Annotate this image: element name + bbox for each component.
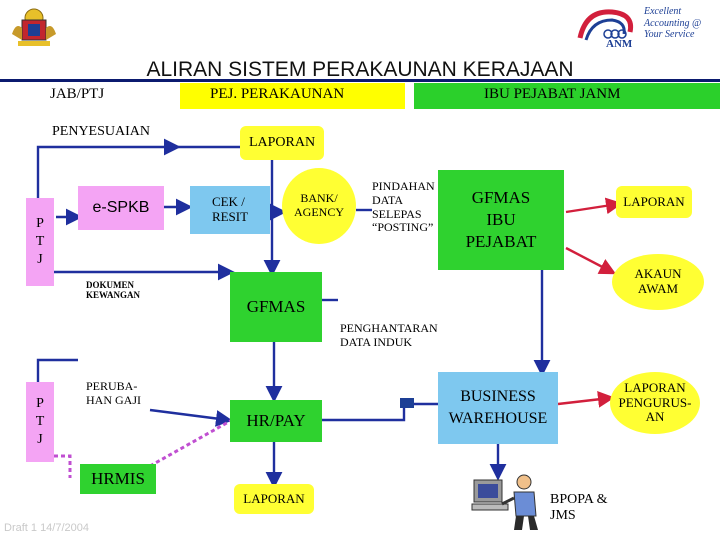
dokumen-kewangan-label: DOKUMEN KEWANGAN bbox=[86, 280, 141, 301]
flow-dokumen bbox=[36, 250, 235, 281]
hrpay-box: HR/PAY bbox=[230, 400, 322, 442]
column-ibu-pejabat: IBU PEJABAT JANM bbox=[484, 86, 621, 102]
flow-gfmas-laporan bbox=[565, 197, 623, 215]
cek-resit-box: CEK / RESIT bbox=[190, 186, 270, 234]
title-rule bbox=[0, 79, 720, 82]
header-bar-yellow bbox=[180, 83, 405, 109]
flow-penyesuaian bbox=[36, 138, 181, 198]
malaysia-coat-of-arms-logo bbox=[6, 4, 62, 48]
page-title: ALIRAN SISTEM PERAKAUNAN KERAJAAN bbox=[146, 58, 574, 81]
business-warehouse-box: BUSINESS WAREHOUSE bbox=[438, 372, 558, 444]
gfmas-box: GFMAS bbox=[230, 272, 322, 342]
laporan-pengurusan-box: LAPORAN PENGURUS- AN bbox=[610, 372, 700, 434]
flow-bw-laporan-pengurusan bbox=[557, 391, 615, 408]
laporan-top-box: LAPORAN bbox=[240, 126, 324, 160]
bpopa-jms-label: BPOPA & JMS bbox=[550, 492, 608, 524]
laporan-bottom-box: LAPORAN bbox=[234, 484, 314, 514]
anm-logo: ANM Excellent Accounting @ Your Service bbox=[568, 4, 716, 54]
draft-label: Draft 1 14/7/2004 bbox=[4, 522, 90, 534]
ptj-bottom-box: P T J bbox=[26, 382, 54, 462]
computer-user-icon bbox=[470, 470, 550, 534]
espkb-box: e-SPKB bbox=[78, 186, 164, 230]
hrmis-box: HRMIS bbox=[80, 464, 156, 494]
column-jab-ptj: JAB/PTJ bbox=[50, 86, 105, 102]
penghantaran-data-label: PENGHANTARAN DATA INDUK bbox=[340, 321, 438, 349]
flow-gfmas-akaun-awam bbox=[565, 246, 617, 275]
laporan-right-box: LAPORAN bbox=[616, 186, 692, 218]
anm-brand: ANM bbox=[606, 38, 633, 50]
bw-connector-block bbox=[400, 398, 414, 408]
flow-perubahan-hrpay bbox=[149, 408, 233, 427]
header-bar-green bbox=[414, 83, 720, 109]
akaun-awam-box: AKAUN AWAM bbox=[612, 254, 704, 310]
flow-hrpay-link bbox=[322, 404, 406, 422]
flow-hrmis-hrpay bbox=[149, 418, 233, 468]
pindahan-data-label: PINDAHAN DATA SELEPAS “POSTING” bbox=[372, 179, 435, 235]
perubahan-gaji-label: PERUBA- HAN GAJI bbox=[86, 379, 141, 407]
bank-agency-box: BANK/ AGENCY bbox=[282, 168, 356, 244]
ptj-top-box: P T J bbox=[26, 198, 54, 286]
penyesuaian-label: PENYESUAIAN bbox=[52, 124, 150, 139]
flow-ptj-perubahan bbox=[36, 358, 78, 382]
anm-tagline: Excellent Accounting @ Your Service bbox=[644, 6, 702, 40]
gfmas-ibu-pejabat-box: GFMAS IBU PEJABAT bbox=[438, 170, 564, 270]
column-pej-perakaunan: PEJ. PERAKAUNAN bbox=[210, 86, 345, 102]
